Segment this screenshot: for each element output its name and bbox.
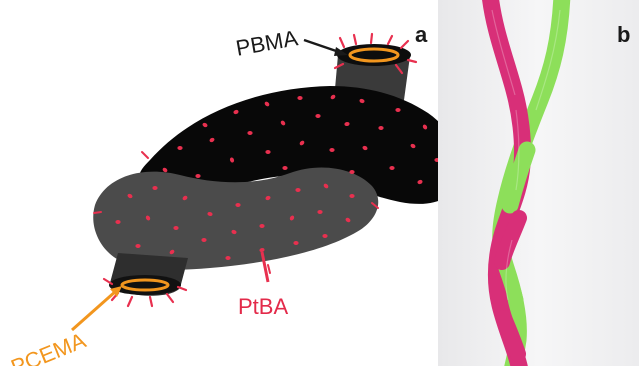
pcema-arrow: [72, 291, 116, 330]
pcema-label: PCEMA: [7, 327, 89, 366]
bottom-end-cylinder: [104, 253, 188, 306]
panel-a: PBMA PtBA PCEMA a: [7, 22, 459, 366]
photo-background: [438, 0, 639, 366]
ptba-label: PtBA: [238, 294, 288, 319]
panel-letter-b: b: [617, 22, 630, 47]
pbma-annotation: PBMA: [234, 25, 348, 61]
panel-b: b: [438, 0, 639, 366]
pcema-annotation: PCEMA: [7, 286, 122, 366]
panel-letter-a: a: [415, 22, 428, 47]
pbma-label: PBMA: [234, 25, 300, 61]
